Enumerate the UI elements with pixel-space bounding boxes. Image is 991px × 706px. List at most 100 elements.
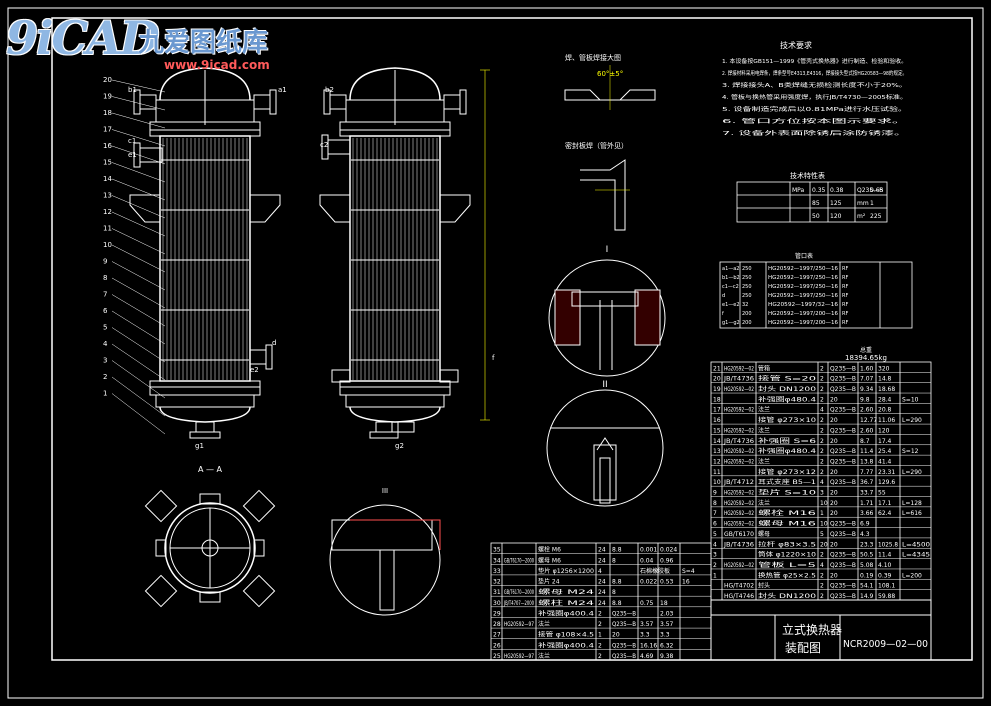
bom-left-cell: 螺栓 M6 xyxy=(538,546,561,554)
bom-right-cell: 管板 L=5 xyxy=(758,561,816,569)
bom-left-cell: Q235—B xyxy=(612,642,636,649)
bom-left-cell: 法兰 xyxy=(538,652,550,660)
watermark-site-name: 九爱图纸库 xyxy=(138,28,269,58)
bom-right-cell: S=10 xyxy=(902,396,919,403)
nozzle-table-cell: 200 xyxy=(742,320,752,326)
bom-right-cell: HG20592—02 xyxy=(724,427,754,434)
part-label: 3 xyxy=(103,357,107,365)
leader-line xyxy=(111,145,166,165)
bom-right-cell: 0.19 xyxy=(860,572,874,579)
bom-right-cell: 55 xyxy=(878,490,886,497)
bom-left-cell: 18 xyxy=(660,600,668,607)
bom-right-cell: 1 xyxy=(820,510,824,517)
part-label: 17 xyxy=(103,126,112,134)
bom-right-cell: 1.60 xyxy=(860,365,874,372)
bom-left-cell: 16 xyxy=(682,579,690,586)
bom-right-cell: 换热管 φ25×2.5 xyxy=(758,571,816,579)
bom-right-cell: 11 xyxy=(713,469,721,476)
bom-right-cell: 耳式支座 B5—1 xyxy=(758,478,816,486)
bom-right-cell: 20 xyxy=(830,438,838,445)
bom-right-cell: Q235—B xyxy=(830,386,856,393)
bom-right-cell: 320 xyxy=(878,365,890,372)
bom-left-cell: S=4 xyxy=(682,568,695,575)
bom-right-cell: 补强圈φ480.4 xyxy=(758,447,816,455)
bom-left-cell: 3.57 xyxy=(660,621,674,628)
bom-right-cell: 4 xyxy=(713,541,717,548)
leader-line xyxy=(111,294,166,327)
bom-right-cell: JB/T4736 xyxy=(723,541,754,548)
bom-left-cell: 8 xyxy=(612,589,616,596)
bom-left-cell: 2.03 xyxy=(660,610,674,617)
spec-cell: 120 xyxy=(830,213,842,220)
nozzle-table-cell: g1—g2 xyxy=(722,320,740,326)
bom-left-cell: 8.8 xyxy=(612,547,622,554)
bom-left-cell: HG20592—97 xyxy=(504,621,534,628)
bom-right-cell: 23.31 xyxy=(878,469,895,476)
bom-left-cell: 3.3 xyxy=(660,632,670,639)
bom-right-cell: 14.9 xyxy=(860,593,874,600)
nozzle-table-cell: d xyxy=(722,293,725,299)
part-label: 15 xyxy=(103,159,112,167)
bom-right-cell: Q235—B xyxy=(830,407,856,414)
bom-left-cell: 0.96 xyxy=(660,557,674,564)
bom-right-cell: 接管 φ273×10 xyxy=(758,416,816,424)
note-line: 5. 设备制造完成后以0.81MPa进行水压试验。 xyxy=(722,105,907,113)
bom-right-cell: 11.4 xyxy=(860,448,874,455)
drawing-code: NCR2009—02—00 xyxy=(843,639,928,650)
part-leaders xyxy=(111,79,166,435)
bom-right-cell: 9.8 xyxy=(860,396,870,403)
bom-right-cell: Q235—B xyxy=(830,458,856,465)
part-label: 12 xyxy=(103,208,112,216)
nozzle-table-cell: 250 xyxy=(742,293,752,299)
bom-right-cell: HG20592—02 xyxy=(724,521,754,528)
bom-right-cell: 14.8 xyxy=(878,376,892,383)
bom-right-cell: 封头 DN1200 xyxy=(758,592,816,600)
bom-right-cell: 16 xyxy=(713,417,721,424)
bom-right-cell: 2 xyxy=(820,448,824,455)
part-label: 2 xyxy=(103,373,107,381)
nozzle-label: c1 xyxy=(128,137,136,145)
bom-right-cell: 4.3 xyxy=(860,531,870,538)
bom-right-cell: 11.4 xyxy=(878,552,892,559)
outer-frame xyxy=(7,7,984,699)
bom-right-cell: 螺母 M16 xyxy=(758,520,816,528)
bom-right-cell: 2.60 xyxy=(860,407,874,414)
bom-right-cell: L=128 xyxy=(902,500,922,507)
bom-right-cell: HG20592—02 xyxy=(724,500,754,507)
bom-left-cell: 补强圈φ400.4 xyxy=(538,609,594,617)
nozzle-table-cell: 32 xyxy=(742,302,748,308)
bom-right-cell: 2 xyxy=(820,438,824,445)
weld-detail-view xyxy=(564,65,656,231)
nozzle-label: e2 xyxy=(250,366,259,374)
part-label: 13 xyxy=(103,192,112,200)
nozzle-table-cell: RF xyxy=(842,266,848,272)
bom-right-cell: L=4345 xyxy=(902,552,930,559)
note-line: 2. 焊接材料采用电焊条，焊条型号E4313,E4316，焊接接头型式按HG20… xyxy=(722,69,907,77)
leader-line xyxy=(111,343,166,381)
bom-right-cell: 59.88 xyxy=(878,593,895,600)
spec-cell: 50 xyxy=(812,213,820,220)
spec-cell: 125 xyxy=(830,200,842,207)
spec-cell: 0.38 xyxy=(830,187,844,194)
bom-right-cell: 20 xyxy=(830,417,838,424)
bom-right-cell: Q235—B xyxy=(830,365,856,372)
bom-right-cell: 法兰 xyxy=(758,457,770,465)
bom-right-cell: Q235—B xyxy=(830,448,856,455)
part-label: 4 xyxy=(103,340,108,348)
bom-right-cell: 33.7 xyxy=(860,490,874,497)
nozzle-table-cell: HG20592—1997/250—16 xyxy=(768,293,838,299)
nozzle-table-cell: f xyxy=(722,311,724,317)
bom-right-cell: 2 xyxy=(820,572,824,579)
bom-right-cell: 6 xyxy=(713,521,717,528)
nozzle-label: d xyxy=(272,339,276,347)
nozzle-table-cell: RF xyxy=(842,311,848,317)
bom-left-cell: 33 xyxy=(493,568,501,575)
nozzle-label: g1 xyxy=(195,442,204,450)
leader-line xyxy=(111,178,166,201)
bom-left-cell: 2 xyxy=(598,653,602,660)
bom-left-cell: 石棉橡胶板 xyxy=(640,567,670,575)
nozzle-table-cell: RF xyxy=(842,302,848,308)
spec-cell: 85 xyxy=(812,200,820,207)
spec-cell: MPa xyxy=(792,187,805,194)
bom-right-cell: 2 xyxy=(820,396,824,403)
